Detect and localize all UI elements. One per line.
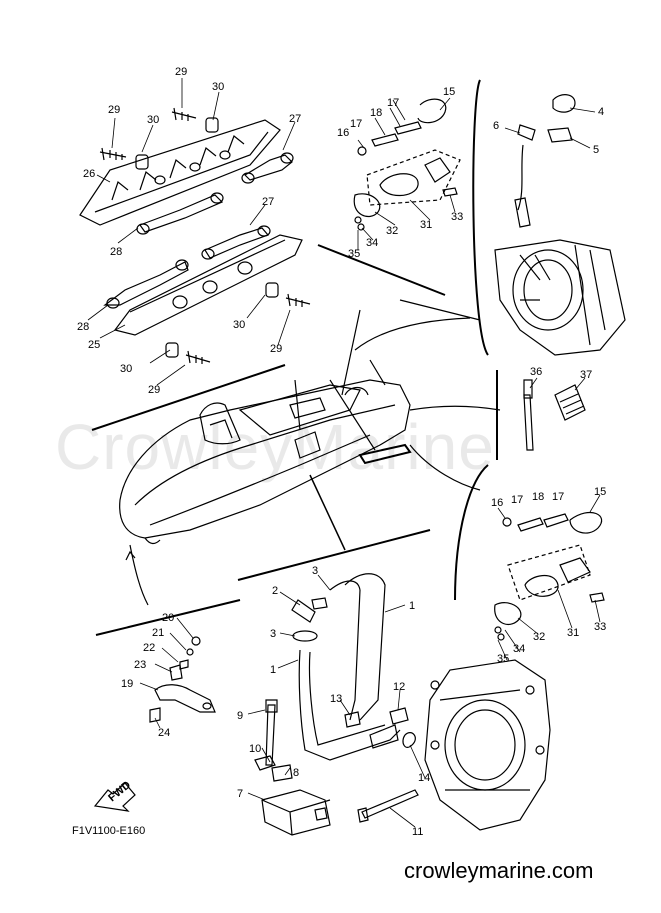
part-label: 29 — [270, 343, 282, 355]
part-label: 6 — [493, 120, 499, 132]
part-label: 35 — [497, 653, 509, 665]
leader-lines — [87, 78, 601, 828]
part-label: 16 — [337, 127, 349, 139]
fwd-arrow-icon: FWD — [93, 779, 136, 812]
part-label: 21 — [152, 627, 164, 639]
part-label: 36 — [530, 366, 542, 378]
part-label: 1 — [409, 600, 415, 612]
cable-tie-and-pad — [523, 379, 586, 451]
part-label: 15 — [594, 486, 606, 498]
small-bracket — [149, 636, 216, 723]
diagram-code: F1V1100-E160 — [72, 825, 146, 837]
part-label: 18 — [370, 107, 382, 119]
part-label: 16 — [491, 497, 503, 509]
watercraft-hull — [119, 379, 412, 545]
part-label: 25 — [88, 339, 100, 351]
part-label: 22 — [143, 642, 155, 654]
jet-nozzle-upper — [472, 79, 626, 356]
part-label: 2 — [272, 585, 278, 597]
part-label: 32 — [386, 225, 398, 237]
part-label: 27 — [262, 196, 274, 208]
part-label: 23 — [134, 659, 146, 671]
part-label: 29 — [108, 104, 120, 116]
part-label: 30 — [212, 81, 224, 93]
site-footer-link[interactable]: crowleymarine.com — [404, 858, 594, 883]
part-label: 17 — [511, 494, 523, 506]
hose-assembly — [291, 573, 409, 761]
part-label: 27 — [289, 113, 301, 125]
part-label: 3 — [270, 628, 276, 640]
part-label: 17 — [552, 491, 564, 503]
lower-seat-bracket — [103, 225, 303, 336]
part-label: 26 — [83, 168, 95, 180]
part-label: 28 — [110, 246, 122, 258]
part-label: 34 — [366, 237, 378, 249]
part-label: 11 — [412, 826, 423, 838]
hook-and-latch-set-lower — [494, 511, 605, 641]
part-label: 5 — [593, 144, 599, 156]
part-number-labels: 29 30 29 30 27 26 28 27 28 25 30 29 30 2… — [77, 66, 606, 838]
part-label: 33 — [594, 621, 606, 633]
part-label: 4 — [598, 106, 604, 118]
part-label: 30 — [233, 319, 245, 331]
breather-filter — [254, 699, 331, 836]
part-label: 30 — [120, 363, 132, 375]
part-label: 9 — [237, 710, 243, 722]
part-label: 33 — [451, 211, 463, 223]
part-label: 10 — [249, 743, 261, 755]
part-label: 19 — [121, 678, 133, 690]
part-label: 31 — [420, 219, 432, 231]
hook-and-latch-set-upper — [353, 98, 461, 231]
part-label: 7 — [237, 788, 243, 800]
upper-seat-bracket — [79, 119, 281, 226]
cable-tie-long — [357, 789, 419, 823]
part-label: 32 — [533, 631, 545, 643]
part-label: 18 — [532, 491, 544, 503]
part-label: 20 — [162, 612, 174, 624]
part-label: 15 — [443, 86, 455, 98]
bolts-upper — [99, 107, 219, 170]
part-label: 17 — [387, 97, 399, 109]
part-label: 31 — [567, 627, 579, 639]
part-label: 8 — [293, 767, 299, 779]
part-label: 13 — [330, 693, 342, 705]
part-label: 34 — [513, 643, 525, 655]
bolts-lower — [165, 282, 311, 364]
part-label: 1 — [270, 664, 276, 676]
part-label: 37 — [580, 369, 592, 381]
watermark: CrowleyMarine — [55, 411, 495, 483]
part-label: 17 — [350, 118, 362, 130]
part-label: 29 — [175, 66, 187, 78]
jet-pump-housing — [402, 659, 551, 831]
part-label: 35 — [348, 248, 360, 260]
part-label: 12 — [393, 681, 405, 693]
part-label: 29 — [148, 384, 160, 396]
seat-bracket-rubber — [136, 152, 294, 235]
part-label: 14 — [418, 772, 430, 784]
part-label: 28 — [77, 321, 89, 333]
part-label: 3 — [312, 565, 318, 577]
part-label: 30 — [147, 114, 159, 126]
part-label: 24 — [158, 727, 170, 739]
